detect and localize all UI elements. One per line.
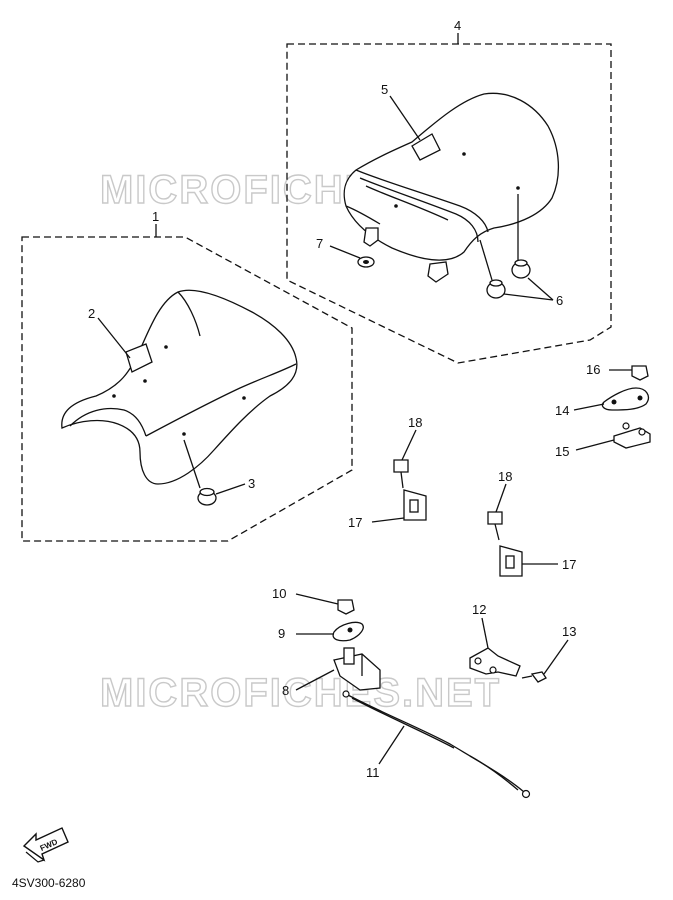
callout-18-upper: 18: [408, 415, 422, 430]
seat-damper-6: [486, 259, 531, 299]
diagram-code: 4SV300-6280: [12, 876, 86, 890]
callout-17-lower: 17: [562, 557, 576, 572]
callout-7: 7: [316, 236, 323, 251]
screw-13: [521, 671, 547, 683]
callout-11: 11: [366, 765, 380, 780]
callout-9: 9: [278, 626, 285, 641]
bracket-17-upper: [403, 489, 427, 521]
bolt-18-upper: [393, 459, 409, 489]
callout-1: 1: [152, 209, 159, 224]
seat-lock-cable-11: [342, 690, 531, 799]
callout-6: 6: [556, 293, 563, 308]
pillion-seat: [343, 92, 560, 283]
group-outline-pillion-seat: [286, 43, 612, 364]
callouts: 1 2 3 4 5 6 7 8 9 10 11 12 13 14 15 16 1…: [88, 18, 600, 780]
plate-9: [332, 621, 364, 642]
bolt-18-lower: [487, 511, 503, 541]
callout-15: 15: [555, 444, 569, 459]
nut-16: [631, 365, 649, 381]
washer-7: [357, 256, 375, 268]
bracket-17-lower: [499, 545, 523, 577]
callout-17-upper: 17: [348, 515, 362, 530]
callout-18-lower: 18: [498, 469, 512, 484]
nut-10: [337, 599, 355, 615]
watermark-bottom: MICROFICHES.NET: [100, 671, 501, 715]
callout-4: 4: [454, 18, 461, 33]
callout-2: 2: [88, 306, 95, 321]
rider-seat: [61, 289, 298, 489]
lock-bracket-12: [469, 647, 521, 677]
group-outline-rider-seat: [21, 236, 353, 542]
callout-3: 3: [248, 476, 255, 491]
forward-arrow-icon: FWD: [22, 827, 69, 863]
callout-16: 16: [586, 362, 600, 377]
leader-lines: [97, 33, 632, 765]
bracket-15: [613, 422, 651, 449]
callout-12: 12: [472, 602, 486, 617]
callout-10: 10: [272, 586, 286, 601]
callout-13: 13: [562, 624, 576, 639]
callout-8: 8: [282, 683, 289, 698]
callout-14: 14: [555, 403, 569, 418]
bracket-14: [601, 387, 650, 411]
lock-assembly-8: [333, 647, 381, 691]
seat-damper-3: [197, 487, 217, 506]
callout-5: 5: [381, 82, 388, 97]
